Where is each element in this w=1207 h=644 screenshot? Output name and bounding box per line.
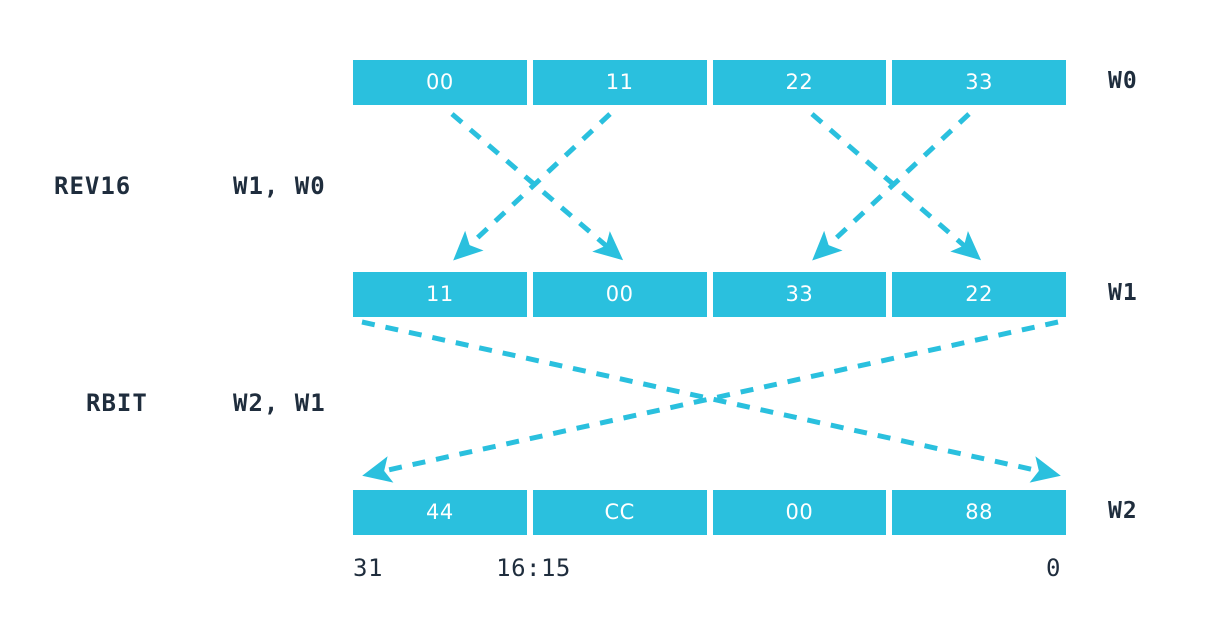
rev16-arrow-b2-to-b3 (810, 112, 982, 261)
register-row-w0: 00 11 22 33 (353, 60, 1066, 105)
rev16-arrow-b1-to-b0 (453, 112, 612, 261)
byte-cell: 33 (712, 272, 887, 317)
byte-cell: 11 (353, 272, 527, 317)
register-label-w0: W0 (1108, 68, 1138, 94)
rbit-arrow-lsb-to-msb (362, 319, 1059, 483)
byte-cell: 00 (712, 490, 887, 535)
register-label-w2: W2 (1108, 498, 1138, 524)
byte-cell: 11 (532, 60, 707, 105)
byte-cell: 00 (353, 60, 527, 105)
bit-label-middle: 16:15 (496, 554, 571, 582)
register-row-w2: 44 CC 00 88 (353, 490, 1066, 535)
rbit-arrow-msb-to-lsb (361, 319, 1061, 483)
bit-label-lsb: 0 (1046, 554, 1061, 582)
byte-cell: 33 (892, 60, 1066, 105)
byte-cell: 22 (712, 60, 887, 105)
register-row-w1: 11 00 33 22 (353, 272, 1066, 317)
rev16-arrow-b0-to-b1 (450, 112, 624, 261)
rev16-arrow-b3-to-b2 (812, 112, 971, 261)
byte-cell: 44 (353, 490, 527, 535)
instruction-rev16-mnemonic: REV16 (54, 172, 132, 200)
instruction-rbit-operands: W2, W1 (233, 389, 326, 417)
byte-cell: 88 (892, 490, 1066, 535)
byte-cell: 22 (892, 272, 1066, 317)
byte-cell: 00 (532, 272, 707, 317)
register-label-w1: W1 (1108, 280, 1138, 306)
instruction-rev16-operands: W1, W0 (233, 172, 326, 200)
byte-cell: CC (532, 490, 707, 535)
bit-label-msb: 31 (353, 554, 383, 582)
instruction-rbit-mnemonic: RBIT (86, 389, 148, 417)
